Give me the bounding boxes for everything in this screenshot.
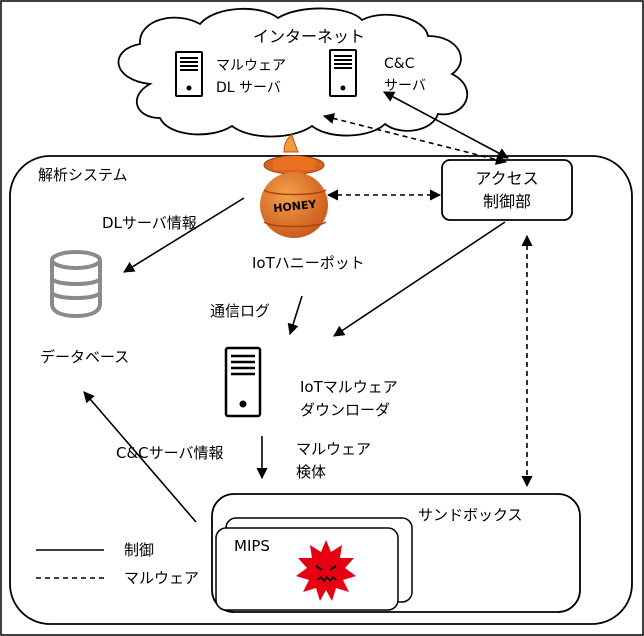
cc-server-line2: サーバ (384, 78, 426, 94)
edge-label-malware-sample-line2: 検体 (296, 463, 326, 481)
cc-server-line1: C&C (384, 56, 415, 72)
access-control-line2: 制御部 (483, 192, 531, 211)
edge-label-comm-log: 通信ログ (210, 302, 270, 320)
analysis-system-boundary (9, 155, 633, 625)
legend-malware-label: マルウェア (124, 569, 199, 587)
malware-dl-server-line1: マルウェア (216, 58, 286, 74)
dashed-arrow-dlserver-to-access (322, 113, 508, 165)
arrow-honeypot-to-downloader (287, 295, 303, 336)
analysis-system-label: 解析システム (38, 166, 128, 184)
sandbox-inner-label: MIPS (234, 537, 270, 555)
database-label: データベース (40, 348, 129, 366)
honey-jar-text: HONEY (273, 198, 318, 216)
internet-label: インターネット (253, 27, 365, 46)
downloader-line1: IoTマルウェア (300, 378, 398, 396)
downloader-line2: ダウンローダ (300, 401, 390, 419)
access-control-line1: アクセス (475, 169, 538, 188)
downloader-server-icon (224, 346, 262, 418)
honey-jar-icon: HONEY (260, 132, 328, 238)
legend-control-label: 制御 (124, 541, 154, 559)
sandbox-label: サンドボックス (418, 506, 523, 524)
arrow-access-to-downloader (333, 221, 506, 337)
arrow-sandbox-to-db (83, 391, 197, 523)
edge-label-cc-server-info: C&Cサーバ情報 (116, 444, 224, 462)
malware-dl-server-line2: DL サーバ (216, 80, 281, 96)
honeypot-label: IoTハニーポット (252, 254, 365, 272)
arrow-honeypot-to-db (123, 197, 245, 273)
edge-label-malware-sample-line1: マルウェア (296, 440, 371, 458)
malware-virus-icon (296, 540, 356, 601)
edge-label-dl-server-info: DLサーバ情報 (102, 214, 197, 232)
malware-dl-server-icon (175, 51, 203, 97)
database-icon (50, 250, 102, 319)
internet-cloud: インターネット (117, 7, 469, 138)
cc-server-icon (329, 49, 357, 97)
